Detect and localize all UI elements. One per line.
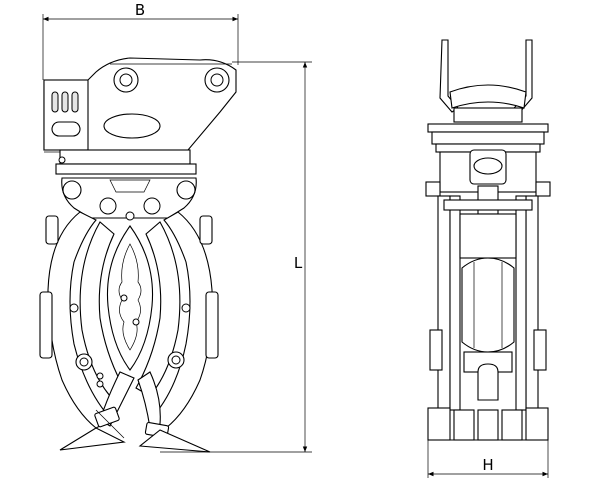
side-lug-left xyxy=(425,181,441,197)
roller-housing xyxy=(459,213,517,259)
vent-slot xyxy=(61,91,69,113)
pivot-pin-right xyxy=(143,197,161,215)
hub-cylinder-mount xyxy=(109,179,151,193)
center-jaw-scallop xyxy=(118,243,142,351)
cylinder-pin-left-hole xyxy=(79,357,89,367)
bottom-foot-right xyxy=(525,407,549,441)
frame-arm-right-inner xyxy=(515,195,527,411)
b-label: B xyxy=(135,1,145,19)
mounting-bracket xyxy=(43,57,237,151)
center-jaw xyxy=(106,225,154,371)
left-side-plate xyxy=(39,291,53,359)
frame-arm-right-outer xyxy=(525,195,539,411)
pin-hole-right xyxy=(210,73,224,87)
l-label: L xyxy=(294,254,303,272)
side-bracket-left xyxy=(429,329,443,371)
jaw-hole xyxy=(132,318,140,326)
bolt xyxy=(58,156,66,164)
rotator-body xyxy=(431,131,545,145)
bottom-tip-right xyxy=(138,429,211,453)
rotator-top-plate xyxy=(427,123,549,133)
saddle-block xyxy=(453,107,523,123)
bottom-foot-inner-right xyxy=(501,409,523,441)
rotator-ring xyxy=(55,163,197,175)
front-view xyxy=(39,57,237,453)
pin-hole-left xyxy=(119,73,133,87)
side-bracket-right xyxy=(533,329,547,371)
right-upper-plate xyxy=(199,215,213,245)
pivot-pin-left xyxy=(99,197,117,215)
bracket-side-plate xyxy=(43,79,89,151)
arm-bolt xyxy=(69,303,79,313)
hub-lug-right xyxy=(176,180,196,200)
bracket-oval-slot xyxy=(51,121,81,137)
frame-cross-top xyxy=(443,199,533,211)
cylinder-rod-end xyxy=(473,157,503,175)
arm-bolt xyxy=(181,303,191,313)
arm-bolt xyxy=(96,380,104,388)
dimension-l: L xyxy=(160,61,312,453)
top-saddle xyxy=(449,84,527,109)
side-view xyxy=(425,39,551,441)
lower-eye xyxy=(477,363,499,401)
frame-arm-left-outer xyxy=(437,195,451,411)
bottom-tip-left xyxy=(59,427,126,451)
rotator-plate xyxy=(59,149,191,165)
jaw-hole xyxy=(120,294,128,302)
center-roller xyxy=(461,257,515,353)
frame-arm-left-inner xyxy=(449,195,461,411)
bottom-foot-center xyxy=(477,409,499,441)
h-label: H xyxy=(482,456,493,474)
right-side-plate xyxy=(205,291,219,359)
dimension-h: H xyxy=(427,440,549,478)
dimension-b: B xyxy=(42,1,239,80)
bracket-window xyxy=(103,113,161,139)
bottom-foot-inner-left xyxy=(453,409,475,441)
vent-slot xyxy=(71,91,79,113)
left-upper-plate xyxy=(45,215,59,245)
cylinder-pin-right-hole xyxy=(171,355,181,365)
tine-edge xyxy=(95,409,125,439)
hub-lug-left xyxy=(62,180,82,200)
bottom-foot-left xyxy=(427,407,451,441)
vent-slot xyxy=(51,91,59,113)
arm-bolt xyxy=(96,372,104,380)
side-lug-right xyxy=(535,181,551,197)
center-pin xyxy=(125,211,135,221)
